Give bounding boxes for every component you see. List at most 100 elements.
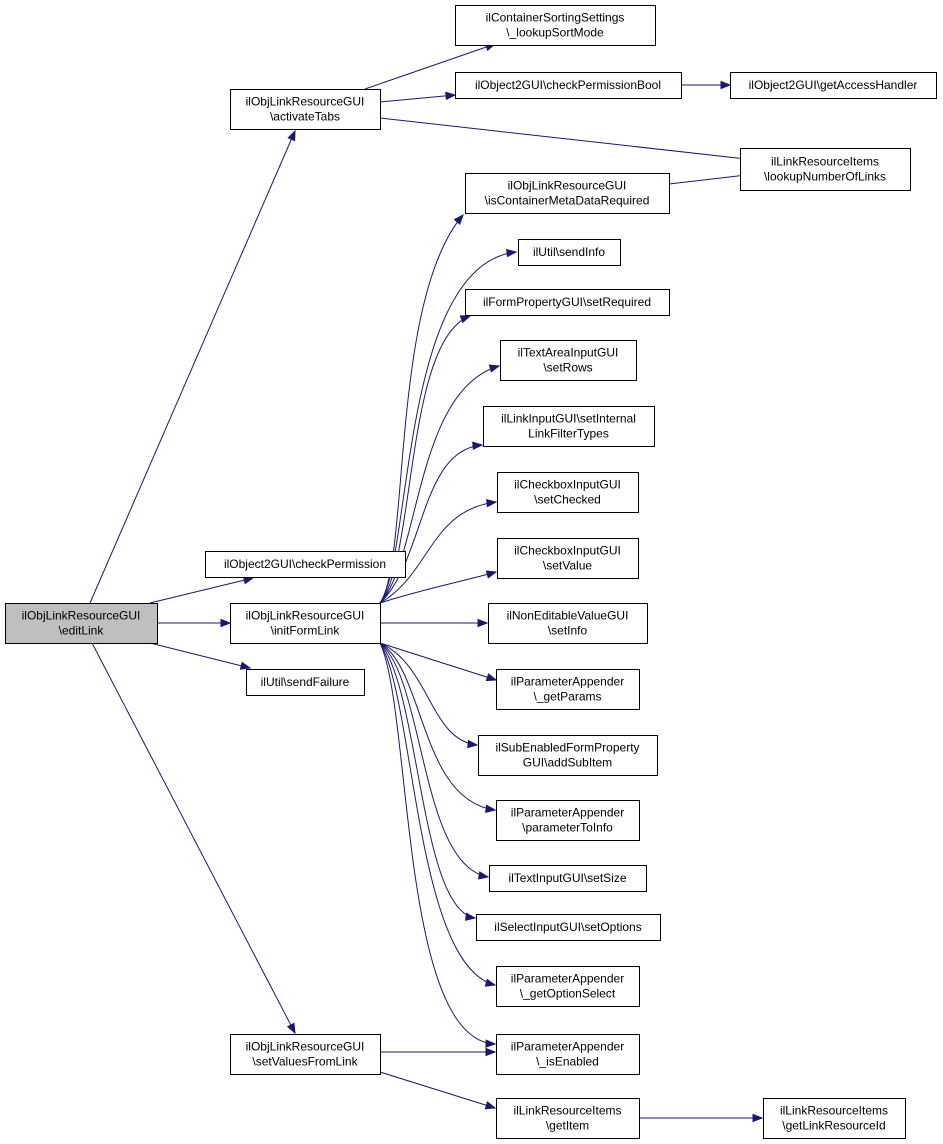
edge-initFormLink-to-getParams: [379, 642, 498, 682]
node-editLink[interactable]: ilObjLinkResourceGUI\editLink: [5, 603, 158, 644]
edge-activateTabs-to-lookupNumberOfLinks: [379, 117, 757, 164]
node-initFormLink[interactable]: ilObjLinkResourceGUI\initFormLink: [230, 603, 381, 644]
arrowhead: [286, 1022, 296, 1035]
edge-initFormLink-to-isEnabled: [379, 642, 497, 1048]
node-box: [465, 289, 670, 316]
node-setRequired[interactable]: ilFormPropertyGUI\setRequired: [465, 289, 670, 316]
node-isContainerMetaDataRequired[interactable]: ilObjLinkResourceGUI\isContainerMetaData…: [465, 173, 670, 214]
edge-initFormLink-to-parameterToInfo: [379, 642, 497, 813]
node-label-line: ilCheckboxInputGUI: [514, 478, 621, 492]
node-getAccessHandler[interactable]: ilObject2GUI\getAccessHandler: [730, 72, 937, 99]
node-label-line: \activateTabs: [270, 110, 340, 124]
node-getParams[interactable]: ilParameterAppender\_getParams: [496, 669, 640, 710]
edge-activateTabs-to-checkPermissionBool: [379, 91, 457, 103]
node-label-line: \lookupNumberOfLinks: [764, 170, 886, 184]
node-box: [230, 89, 381, 130]
edge-line: [379, 642, 496, 1045]
node-label-line: \isContainerMetaDataRequired: [485, 194, 650, 208]
edge-editLink-to-setValuesFromLink: [91, 642, 296, 1035]
node-setValue[interactable]: ilCheckboxInputGUI\setValue: [497, 538, 639, 579]
node-setOptions[interactable]: ilSelectInputGUI\setOptions: [476, 914, 661, 941]
node-isEnabled[interactable]: ilParameterAppender\_isEnabled: [496, 1034, 640, 1075]
arrowhead: [484, 1101, 497, 1110]
edge-initFormLink-to-setSize: [379, 642, 490, 880]
node-box: [230, 1034, 381, 1075]
edge-checkPermissionBool-to-getAccessHandler: [681, 80, 732, 90]
node-lookupNumberOfLinks[interactable]: ilLinkResourceItems\lookupNumberOfLinks: [740, 148, 911, 191]
node-setValuesFromLink[interactable]: ilObjLinkResourceGUI\setValuesFromLink: [230, 1034, 381, 1075]
node-box: [230, 603, 381, 644]
node-label-line: ilLinkInputGUI\setInternal: [501, 412, 636, 426]
edge-line: [379, 117, 756, 161]
edge-initFormLink-to-setOptions: [379, 642, 477, 921]
edge-line: [149, 577, 254, 604]
edge-initFormLink-to-setValue: [379, 570, 498, 604]
nodes-layer: ilObjLinkResourceGUI\editLink ilObjLinkRe…: [5, 5, 937, 1139]
edge-line: [379, 642, 478, 746]
node-label-line: ilParameterAppender: [511, 806, 624, 820]
node-setRows[interactable]: ilTextAreaInputGUI\setRows: [500, 340, 637, 381]
node-label-line: \getItem: [546, 1119, 589, 1133]
node-parameterToInfo[interactable]: ilParameterAppender\parameterToInfo: [496, 800, 640, 841]
node-getLinkResourceId[interactable]: ilLinkResourceItems\getLinkResourceId: [763, 1098, 906, 1139]
node-label-line: ilLinkResourceItems: [513, 1104, 621, 1118]
node-label-line: \_isEnabled: [536, 1055, 599, 1069]
node-setInternalLinkFilterTypes[interactable]: ilLinkInputGUI\setInternalLinkFilterType…: [483, 406, 655, 447]
edge-initFormLink-to-addSubItem: [379, 642, 479, 749]
node-label-line: ilContainerSortingSettings: [486, 11, 625, 25]
edge-editLink-to-checkPermission: [149, 576, 255, 604]
node-label-line: ilObjLinkResourceGUI: [246, 1040, 365, 1054]
node-checkPermissionBool[interactable]: ilObject2GUI\checkPermissionBool: [455, 72, 682, 99]
arrowhead: [477, 618, 489, 628]
node-checkPermission[interactable]: ilObject2GUI\checkPermission: [205, 551, 406, 578]
node-box: [518, 239, 621, 266]
node-label-line: ilObjLinkResourceGUI: [246, 95, 365, 109]
node-getItem[interactable]: ilLinkResourceItems\getItem: [496, 1098, 640, 1139]
node-getOptionSelect[interactable]: ilParameterAppender\_getOptionSelect: [496, 966, 640, 1007]
node-setSize[interactable]: ilTextInputGUI\setSize: [489, 865, 647, 892]
arrowhead: [467, 739, 479, 749]
node-box: [496, 669, 640, 710]
edge-line: [379, 642, 476, 919]
edge-editLink-to-activateTabs: [89, 129, 296, 604]
node-box: [476, 914, 661, 941]
arrowhead: [220, 618, 232, 628]
edge-editLink-to-initFormLink: [157, 618, 232, 628]
edge-line: [379, 571, 497, 604]
node-sendInfo[interactable]: ilUtil\sendInfo: [518, 239, 621, 266]
arrowhead: [484, 978, 497, 987]
node-label-line: \getLinkResourceId: [782, 1119, 885, 1133]
node-label-line: ilSelectInputGUI\setOptions: [494, 920, 641, 934]
edge-setValuesFromLink-to-getItem: [379, 1071, 497, 1110]
edge-line: [91, 642, 296, 1034]
node-label-line: ilSubEnabledFormProperty: [495, 741, 639, 755]
node-label-line: \initFormLink: [271, 624, 341, 638]
arrowhead: [488, 364, 501, 373]
node-box: [489, 865, 647, 892]
node-setInfo[interactable]: ilNonEditableValueGUI\setInfo: [488, 603, 648, 644]
edge-initFormLink-to-setRows: [379, 364, 501, 604]
node-label-line: ilNonEditableValueGUI: [507, 609, 629, 623]
node-label-line: ilObject2GUI\checkPermissionBool: [475, 78, 661, 92]
node-lookupSortMode[interactable]: ilContainerSortingSettings\_lookupSortMo…: [455, 5, 656, 46]
edge-line: [379, 642, 496, 811]
node-activateTabs[interactable]: ilObjLinkResourceGUI\activateTabs: [230, 89, 381, 130]
edge-initFormLink-to-setInternalLinkFilterTypes: [379, 441, 484, 604]
edges-layer: [89, 43, 764, 1123]
arrowhead: [720, 80, 732, 90]
arrowhead: [472, 441, 484, 450]
edge-line: [379, 1071, 496, 1109]
node-label-line: \_getParams: [533, 690, 601, 704]
arrowhead: [485, 1039, 497, 1048]
node-sendFailure[interactable]: ilUtil\sendFailure: [246, 669, 365, 696]
node-label-line: ilUtil\sendFailure: [261, 675, 350, 689]
node-label-line: ilObject2GUI\getAccessHandler: [749, 78, 918, 92]
node-label-line: ilParameterAppender: [511, 1040, 624, 1054]
node-box: [246, 669, 365, 696]
node-label-line: \setValue: [543, 559, 592, 573]
arrowhead: [459, 315, 472, 324]
node-box: [478, 735, 658, 776]
node-setChecked[interactable]: ilCheckboxInputGUI\setChecked: [497, 472, 639, 513]
arrowhead: [752, 1113, 764, 1123]
